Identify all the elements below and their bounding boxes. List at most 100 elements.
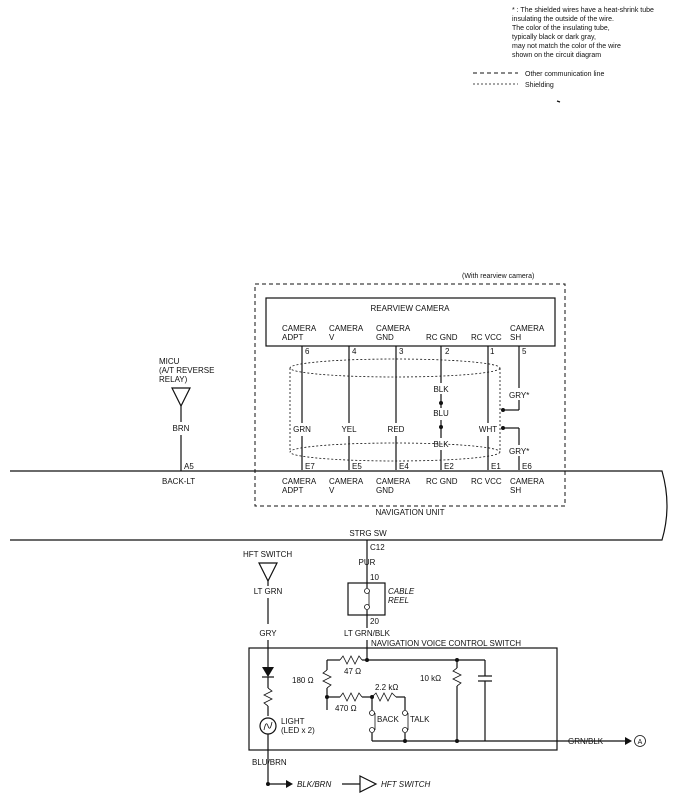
- micu-label-3: RELAY): [159, 375, 188, 384]
- resistor-network: 47 Ω 180 Ω 470 Ω 2.2 kΩ: [292, 655, 485, 713]
- hft-switch-top-label: HFT SWITCH: [243, 550, 292, 559]
- rearview-camera-title: REARVIEW CAMERA: [371, 304, 451, 313]
- strg-sw-label: STRG SW: [349, 529, 387, 538]
- nav-unit-labels: CAMERA ADPT CAMERA V CAMERA GND RC GND R…: [282, 477, 545, 538]
- shield-note-line-5: may not match the color of the wire: [512, 43, 621, 50]
- r-180: 180 Ω: [292, 676, 314, 685]
- wire-pur: PUR: [359, 558, 376, 567]
- navigation-unit-box: [10, 470, 668, 541]
- cam-pin-name-rcgnd: RC GND: [426, 333, 458, 342]
- cam-pin-name-gnd-2: GND: [376, 333, 394, 342]
- unit-label-rcvcc: RC VCC: [471, 477, 502, 486]
- reel-pin-10: 10: [370, 573, 379, 582]
- shield-note-line-4: typically black or dark gray,: [512, 34, 596, 41]
- micu-label-2: (A/T REVERSE: [159, 366, 214, 375]
- shield-note-line-6: shown on the circuit diagram: [512, 52, 601, 59]
- unit-pin-e5: E5: [352, 462, 362, 471]
- shield-ellipse-bottom: [289, 442, 501, 462]
- wire-red: RED: [388, 425, 405, 434]
- wire-yel: YEL: [341, 425, 357, 434]
- light-label-1: LIGHT: [281, 717, 305, 726]
- camera-wires: [301, 346, 520, 470]
- switches: BACK TALK: [369, 697, 430, 741]
- cam-pin-name-rcvcc: RC VCC: [471, 333, 502, 342]
- unit-pin-e4: E4: [399, 462, 409, 471]
- voice-control-switch-title: NAVIGATION VOICE CONTROL SWITCH: [371, 639, 521, 648]
- micu-label-1: MICU: [159, 357, 180, 366]
- cam-pin-6: 6: [305, 347, 310, 356]
- r-2k2: 2.2 kΩ: [375, 683, 398, 692]
- cam-pin-name-adpt-1: CAMERA: [282, 324, 317, 333]
- unit-pin-e7: E7: [305, 462, 315, 471]
- voice-control-switch-box: [248, 647, 558, 751]
- cam-pin-2: 2: [445, 347, 450, 356]
- unit-label-adpt-2: ADPT: [282, 486, 303, 495]
- rearview-camera-box: [265, 297, 556, 347]
- wire-gry-top: GRY*: [509, 391, 529, 400]
- navigation-unit-title: NAVIGATION UNIT: [375, 508, 444, 517]
- wire-blk-bottom: BLK: [433, 440, 449, 449]
- wire-blu-brn: BLU/BRN: [252, 758, 287, 767]
- cam-pin-name-v-2: V: [329, 333, 335, 342]
- legend-shield-label: Shielding: [525, 82, 554, 89]
- r-47: 47 Ω: [344, 667, 361, 676]
- wire-blk-brn: BLK/BRN: [297, 780, 331, 789]
- shield-note-line-2: insulating the outside of the wire.: [512, 16, 614, 23]
- hft-switch-bottom-triangle: [359, 775, 378, 793]
- back-switch-label: BACK: [377, 715, 399, 724]
- strg-pin-c12: C12: [370, 543, 385, 552]
- cam-pin-name-sh-1: CAMERA: [510, 324, 545, 333]
- unit-label-sh-2: SH: [510, 486, 521, 495]
- unit-label-adpt-1: CAMERA: [282, 477, 317, 486]
- legend-comm-label: Other communication line: [525, 71, 604, 78]
- cam-pin-5: 5: [522, 347, 527, 356]
- wire-wht: WHT: [479, 425, 497, 434]
- micu: MICU (A/T REVERSE RELAY) BRN A5 BACK-LT: [159, 357, 214, 486]
- wire-lt-grn: LT GRN: [254, 587, 283, 596]
- camera-wire-labels: GRN YEL RED BLK BLU BLK WHT GRY* GRY*: [293, 385, 529, 456]
- unit-pin-e2: E2: [444, 462, 454, 471]
- cam-pin-name-v-1: CAMERA: [329, 324, 364, 333]
- nav-unit-pin-numbers: E7 E5 E4 E2 E1 E6: [305, 462, 532, 471]
- cam-pin-4: 4: [352, 347, 357, 356]
- cam-pin-name-adpt-2: ADPT: [282, 333, 303, 342]
- unit-pin-e6: E6: [522, 462, 532, 471]
- legend: Other communication line Shielding: [473, 71, 604, 89]
- shield-note-line-1: * : The shielded wires have a heat-shrin…: [512, 7, 654, 14]
- unit-label-sh-1: CAMERA: [510, 477, 545, 486]
- unit-label-rcgnd: RC GND: [426, 477, 458, 486]
- cam-pin-1: 1: [490, 347, 495, 356]
- r-470: 470 Ω: [335, 704, 357, 713]
- led-light: LIGHT (LED x 2) BLU/BRN BLK/BRN HFT SWIT…: [252, 667, 431, 793]
- hft-switch-top-triangle: [258, 562, 278, 583]
- reel-pin-20: 20: [370, 617, 379, 626]
- output-connector: GRN/BLK A: [557, 735, 646, 747]
- wire-blu: BLU: [433, 409, 449, 418]
- micu-pin-a5: A5: [184, 462, 194, 471]
- back-lt-label: BACK-LT: [162, 477, 195, 486]
- camera-pin-labels: CAMERA ADPT CAMERA V CAMERA GND RC GND R…: [282, 324, 545, 342]
- shield-ellipse-top: [289, 358, 501, 378]
- camera-pin-numbers: 6 4 3 2 1 5: [305, 347, 527, 356]
- wire-gry-bottom: GRY*: [509, 447, 529, 456]
- r-10k: 10 kΩ: [420, 674, 441, 683]
- r10k-and-cap: 10 kΩ: [372, 658, 557, 743]
- cam-pin-name-sh-2: SH: [510, 333, 521, 342]
- wire-grn: GRN: [293, 425, 311, 434]
- wire-blk-top: BLK: [433, 385, 449, 394]
- cam-pin-3: 3: [399, 347, 404, 356]
- hft-switch-bottom-label: HFT SWITCH: [381, 780, 431, 789]
- wire-grn-blk: GRN/BLK: [568, 737, 604, 746]
- cam-pin-name-gnd-1: CAMERA: [376, 324, 411, 333]
- micu-wire-brn: BRN: [173, 424, 190, 433]
- steering-circuit: C12 PUR 10 CABLE REEL 20 LT GRN/BLK: [344, 540, 415, 662]
- camera-option-box: [254, 283, 566, 507]
- unit-label-gnd-2: GND: [376, 486, 394, 495]
- connector-a-circle: [634, 735, 646, 747]
- wire-gry: GRY: [259, 629, 277, 638]
- connector-a-label: A: [638, 739, 643, 746]
- shield-note: * : The shielded wires have a heat-shrin…: [512, 7, 654, 59]
- cable-reel-label-1: CABLE: [388, 587, 415, 596]
- unit-label-gnd-1: CAMERA: [376, 477, 411, 486]
- cable-reel-label-2: REEL: [388, 596, 409, 605]
